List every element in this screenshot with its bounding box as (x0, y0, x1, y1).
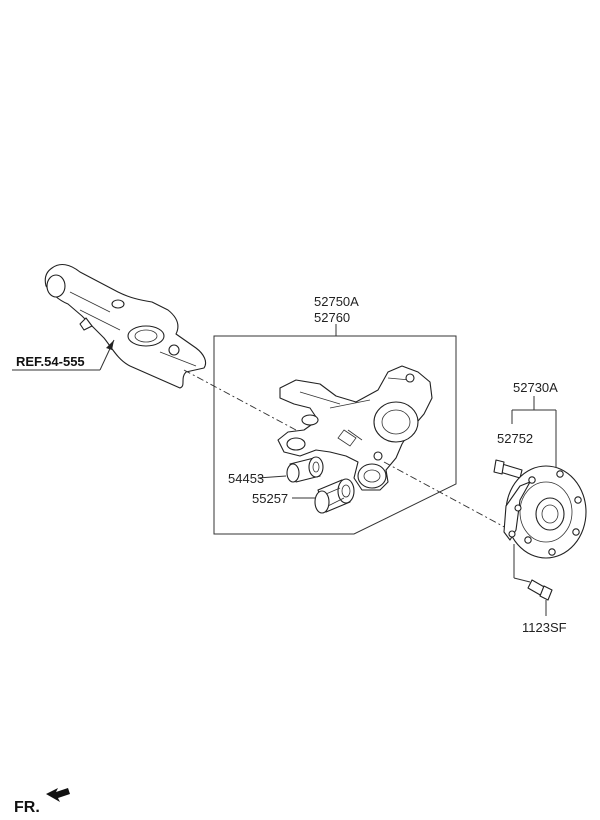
knuckle-label-a[interactable]: 52750A (314, 294, 359, 309)
bushing-54453: 54453 (228, 456, 324, 486)
knuckle-to-hub-axis (383, 461, 511, 531)
reference-callout: REF.54-555 (12, 339, 115, 371)
front-label: FR. (14, 799, 40, 816)
mount-bolt-label[interactable]: 1123SF (522, 620, 567, 635)
hub-bolt-52752 (493, 459, 523, 479)
knuckle-group-frame: 52750A 52760 (213, 294, 457, 535)
hub-bolt-label[interactable]: 52752 (497, 431, 533, 446)
bushing-2-label[interactable]: 55257 (252, 491, 288, 506)
lower-control-arm (44, 263, 207, 389)
knuckle-label-b[interactable]: 52760 (314, 310, 350, 325)
wheel-hub (503, 465, 587, 559)
reference-label[interactable]: REF.54-555 (16, 354, 85, 369)
front-arrow-icon (46, 788, 70, 802)
arm-to-knuckle-axis (183, 369, 297, 431)
mount-bolt-1123SF: 1123SF (513, 544, 567, 635)
bushing-1-label[interactable]: 54453 (228, 471, 264, 486)
front-marker: FR. (14, 788, 70, 816)
bushing-55257: 55257 (252, 478, 355, 514)
hub-assy-label[interactable]: 52730A (513, 380, 558, 395)
hub-bracket: 52730A 52752 (497, 380, 558, 472)
rear-knuckle (277, 365, 433, 491)
